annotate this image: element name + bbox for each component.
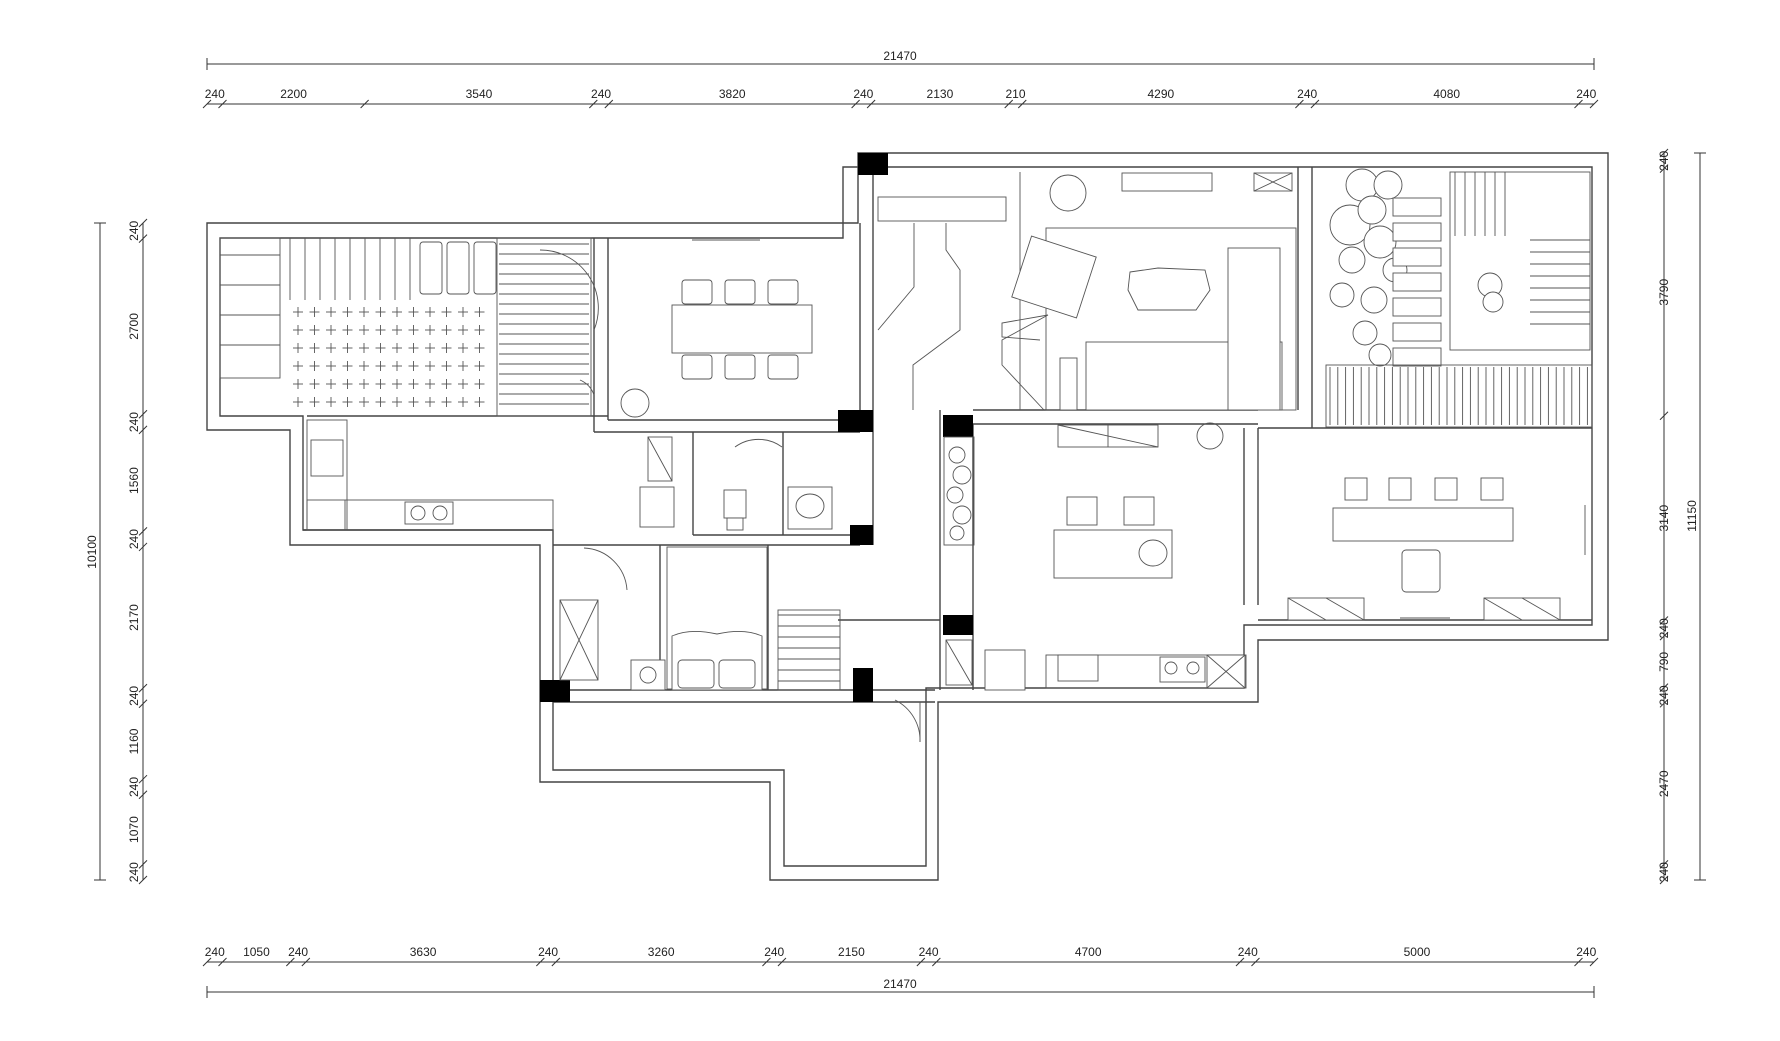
lower-room <box>559 546 841 691</box>
bathroom <box>639 436 833 531</box>
dim-bottom-7: 2150 <box>838 945 865 959</box>
dim-left-8: 240 <box>127 777 141 797</box>
outer-walls <box>206 152 1609 881</box>
dim-right-1: 3790 <box>1657 279 1671 306</box>
dim-left-4: 240 <box>127 529 141 549</box>
column <box>850 525 873 545</box>
dim-top-11: 240 <box>1576 87 1596 101</box>
dim-top-6: 2130 <box>927 87 954 101</box>
dim-right-5: 240 <box>1657 685 1671 705</box>
dim-right-0: 240 <box>1657 150 1671 170</box>
dim-top-2: 3540 <box>466 87 493 101</box>
dim-bottom-total: 21470 <box>883 977 917 991</box>
dim-bottom-4: 240 <box>538 945 558 959</box>
dim-top-1: 2200 <box>280 87 307 101</box>
dim-bottom-12: 240 <box>1576 945 1596 959</box>
column <box>858 153 888 175</box>
door-swings <box>894 440 1259 743</box>
dim-bottom-9: 4700 <box>1075 945 1102 959</box>
column <box>853 668 873 702</box>
dim-right-4: 790 <box>1657 652 1671 672</box>
dim-top-0: 240 <box>205 87 225 101</box>
dim-left-0: 240 <box>127 220 141 240</box>
dim-left-7: 1160 <box>127 728 141 754</box>
dining-table-set <box>620 239 813 418</box>
dim-bottom-8: 240 <box>919 945 939 959</box>
garden-balcony <box>1325 168 1593 428</box>
dim-bottom-0: 240 <box>205 945 225 959</box>
dim-top-total: 21470 <box>883 49 917 63</box>
dim-right-7: 240 <box>1657 862 1671 882</box>
right-dimension-chain: 11150 240 3790 3140 240 790 240 2470 240 <box>1657 148 1706 885</box>
corridor-planter <box>943 436 975 686</box>
dim-top-3: 240 <box>591 87 611 101</box>
column <box>838 410 873 432</box>
column <box>943 415 973 437</box>
stair-left <box>219 237 599 417</box>
dim-right-2: 3140 <box>1657 504 1671 531</box>
dim-top-9: 240 <box>1297 87 1317 101</box>
floor-grid-markers <box>293 307 485 407</box>
dim-top-7: 210 <box>1005 87 1025 101</box>
dim-left-6: 240 <box>127 686 141 706</box>
right-room-furniture <box>1287 477 1586 621</box>
dim-right-total: 11150 <box>1685 500 1699 532</box>
dim-bottom-3: 3630 <box>410 945 437 959</box>
plant-icon <box>1049 174 1087 212</box>
kitchen-island-right <box>984 422 1247 691</box>
left-dimension-chain: 10100 240 2700 240 1560 240 2170 240 1160 240 107… <box>85 218 148 885</box>
dim-bottom-1: 1050 <box>243 945 270 959</box>
kitchen-left <box>306 419 554 531</box>
dim-top-4: 3820 <box>719 87 746 101</box>
dim-left-1: 2700 <box>127 313 141 340</box>
bottom-dimension-chain: 21470 240 1050 240 3630 240 3260 240 2150 240 470… <box>202 945 1599 998</box>
dim-top-8: 4290 <box>1147 87 1174 101</box>
living-room-furniture <box>1011 172 1297 411</box>
dim-right-6: 2470 <box>1657 770 1671 797</box>
column <box>540 680 570 702</box>
structural-columns <box>540 153 973 702</box>
column <box>943 615 973 635</box>
dim-bottom-6: 240 <box>764 945 784 959</box>
dim-left-5: 2170 <box>127 604 141 631</box>
cabinets-stairroom <box>419 241 497 295</box>
dim-left-10: 240 <box>127 862 141 882</box>
dim-top-10: 4080 <box>1433 87 1460 101</box>
dim-bottom-10: 240 <box>1238 945 1258 959</box>
dim-right-3: 240 <box>1657 618 1671 638</box>
dim-left-3: 1560 <box>127 467 141 494</box>
dim-bottom-11: 5000 <box>1404 945 1431 959</box>
dim-bottom-2: 240 <box>288 945 308 959</box>
dim-left-2: 240 <box>127 412 141 432</box>
dim-left-total: 10100 <box>85 535 99 569</box>
dim-bottom-5: 3260 <box>648 945 675 959</box>
top-dimension-chain: 21470 240 2200 3540 240 3820 240 2130 210 4290 24… <box>202 49 1599 109</box>
dim-left-9: 1070 <box>127 816 141 843</box>
dim-top-5: 240 <box>853 87 873 101</box>
plant-icon <box>620 388 650 418</box>
